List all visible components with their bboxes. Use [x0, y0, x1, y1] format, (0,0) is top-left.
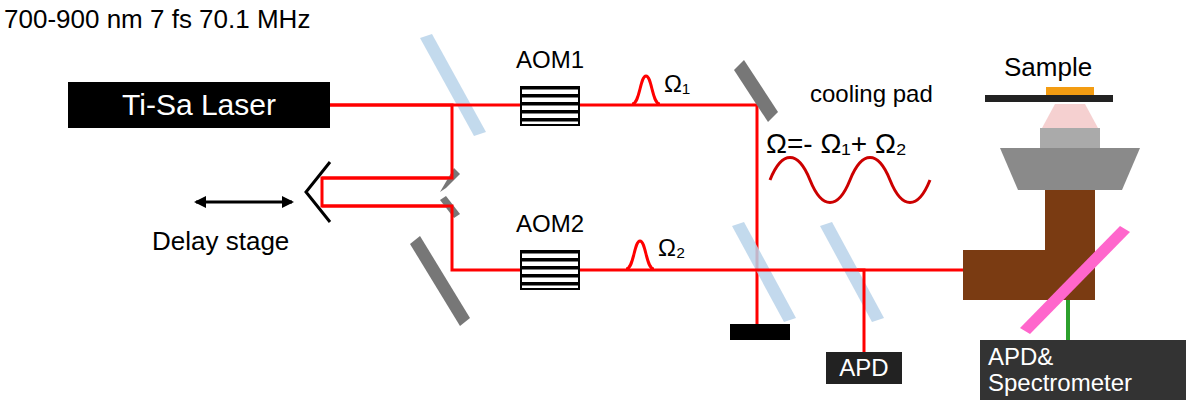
mirror [410, 60, 778, 326]
pulse-label: Ω₁ [664, 70, 690, 98]
objective [1040, 128, 1100, 148]
delay-arrow [196, 201, 292, 204]
beam-splitter [420, 34, 884, 322]
node-text: APD [839, 354, 888, 382]
beat-wave [770, 158, 930, 203]
light-cone [1042, 104, 1098, 128]
aom-box: AOM2 [520, 250, 580, 290]
aom-crystal [520, 86, 580, 126]
pulse [632, 76, 660, 104]
pad-label: cooling pad [810, 80, 933, 108]
laser-beam [322, 105, 1040, 324]
laser-spec: 700-900 nm 7 fs 70.1 MHz [4, 4, 310, 35]
laser-beam [580, 270, 864, 352]
emission-beam [1066, 300, 1070, 340]
objective [1000, 148, 1140, 190]
detector-box: APD& Spectrometer [980, 340, 1186, 400]
laser-beam [322, 105, 520, 270]
aom-crystal [520, 250, 580, 290]
pulse [626, 241, 654, 269]
stage-label: Delay stage [152, 226, 289, 257]
sample-label: Sample [1004, 52, 1092, 83]
dichroic-mirror [1020, 226, 1130, 334]
sample [1046, 87, 1094, 95]
aom-box: AOM1 [520, 86, 580, 126]
aom-heading: AOM2 [516, 210, 584, 238]
aom-heading: AOM1 [516, 46, 584, 74]
beat-label: Ω=- Ω₁+ Ω₂ [766, 128, 907, 160]
retroreflector [306, 162, 330, 222]
node-text: Ti-Sa Laser [122, 88, 276, 122]
beam-dump [730, 324, 790, 340]
node-text: APD& Spectrometer [988, 344, 1148, 397]
detector-box: APD [826, 352, 902, 384]
cooling-pad [985, 95, 1113, 102]
laser-box: Ti-Sa Laser [68, 82, 330, 128]
pulse-label: Ω₂ [658, 234, 685, 262]
